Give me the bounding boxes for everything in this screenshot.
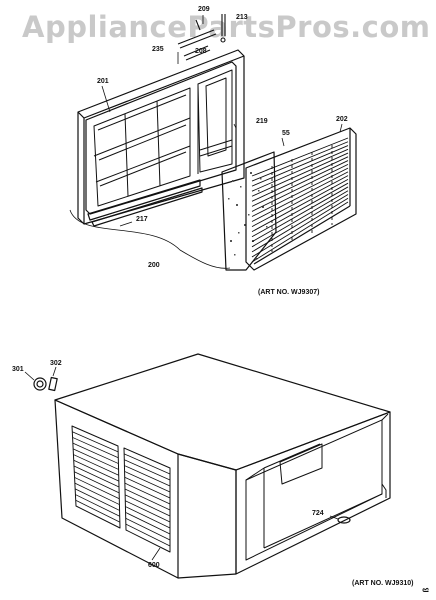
part-724-fitting	[329, 515, 351, 524]
callout-600: 600	[148, 562, 160, 569]
callout-724: 724	[312, 510, 324, 517]
louver-slat	[251, 194, 349, 253]
louver-slat	[251, 201, 349, 263]
vent-slat	[72, 448, 119, 470]
callout-217: 217	[136, 216, 148, 223]
callout-201: 201	[97, 78, 109, 85]
louver-slat	[251, 152, 349, 197]
callout-301: 301	[12, 366, 24, 373]
panel-grille	[93, 87, 191, 207]
watermark: AppliancePartsPros.com	[22, 10, 431, 44]
vent-slat	[124, 488, 171, 511]
vent-slat	[74, 482, 120, 505]
vent-slat	[75, 499, 121, 523]
vent-slat	[72, 431, 119, 453]
callout-219: 219	[256, 118, 268, 125]
louver-slat	[251, 148, 349, 192]
callout-213: 213	[236, 14, 248, 21]
louver-slat	[251, 163, 349, 212]
vent-slat	[125, 517, 171, 541]
louver-slat	[251, 160, 349, 207]
callout-235: 235	[152, 46, 164, 53]
vent-slat	[74, 471, 120, 494]
vent-slat	[123, 453, 171, 475]
vent-slat	[125, 500, 171, 523]
art-number-top: (ART NO. WJ9307)	[258, 289, 320, 296]
cabinet-vent-left	[71, 425, 121, 529]
top-leaders	[69, 15, 237, 269]
vent-slat	[125, 512, 171, 535]
callout-202: 202	[336, 116, 348, 123]
louver-slat	[251, 197, 349, 258]
bottom-rail	[87, 179, 203, 227]
cabinet-interior	[245, 413, 389, 561]
front-panel-frame	[77, 49, 245, 225]
callout-302: 302	[50, 360, 62, 367]
vent-slat	[124, 476, 171, 499]
louver-slat	[251, 179, 349, 233]
vent-slat	[72, 437, 119, 459]
callout-200: 200	[148, 262, 160, 269]
clip-302	[48, 376, 58, 392]
bottom-leaders	[24, 366, 161, 561]
vent-slat	[124, 459, 171, 481]
vent-slat	[73, 459, 120, 482]
panel-vent-opening	[197, 69, 233, 174]
art-number-bottom: (ART NO. WJ9310)	[352, 580, 414, 587]
vent-slat	[124, 471, 171, 493]
hinge-hardware	[177, 14, 226, 61]
knob-301	[33, 377, 47, 391]
vent-slat	[124, 494, 171, 517]
vent-slat	[74, 477, 120, 500]
vent-slats	[72, 431, 171, 547]
louver-slat	[251, 182, 349, 238]
louvered-grille	[245, 127, 357, 271]
callout-55: 55	[282, 130, 290, 137]
cabinet-outer	[54, 353, 391, 579]
vent-slat	[73, 465, 120, 488]
vent-slat	[73, 454, 119, 476]
vent-slat	[74, 488, 120, 511]
corner-mark: ß	[421, 587, 431, 593]
louver-slat	[251, 175, 349, 227]
vent-slat	[124, 482, 171, 505]
callout-209: 209	[198, 6, 210, 13]
grille-louvers	[251, 137, 349, 263]
cabinet-vent-right	[123, 447, 171, 553]
louver-slat	[251, 145, 349, 187]
vent-slat	[125, 506, 171, 529]
vent-slat	[75, 494, 120, 517]
louver-slat	[251, 186, 349, 243]
louver-slat	[251, 137, 349, 177]
vent-slat	[125, 523, 171, 547]
louver-slat	[251, 141, 349, 182]
louver-slat	[251, 171, 349, 222]
vent-slat	[124, 465, 171, 487]
vent-slat	[72, 442, 119, 464]
callout-208: 208	[195, 48, 207, 55]
